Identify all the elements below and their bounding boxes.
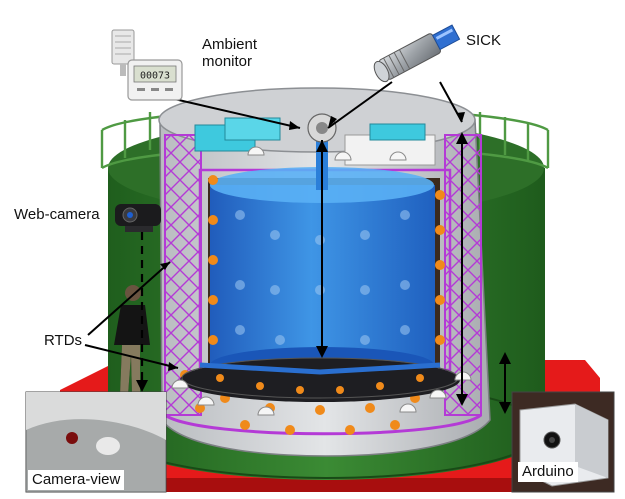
monitor-display-value: 00073 xyxy=(140,71,170,82)
support-frame xyxy=(164,134,482,436)
web-camera-label: Web-camera xyxy=(14,206,100,223)
ultrasonic-sensor-icon xyxy=(373,24,461,83)
sick-label: SICK xyxy=(466,32,502,49)
ambient-monitor-label-line1: Ambient xyxy=(202,36,258,53)
camera-view-indicator xyxy=(66,432,78,444)
arrow-heads xyxy=(136,112,511,414)
bottom-pmt-plate xyxy=(180,357,460,402)
callout-arrows xyxy=(84,81,506,410)
arduino-label: Arduino xyxy=(518,462,578,482)
side-equipment-pods xyxy=(171,146,472,416)
ambient-monitor-label: Ambient monitor xyxy=(202,36,257,70)
data-logger-icon: 00073 xyxy=(111,29,183,101)
ambient-monitor-label-line2: monitor xyxy=(202,53,253,70)
rtds-label: RTDs xyxy=(44,332,83,349)
camera-view-label: Camera-view xyxy=(28,470,125,490)
webcam-icon xyxy=(115,204,161,232)
